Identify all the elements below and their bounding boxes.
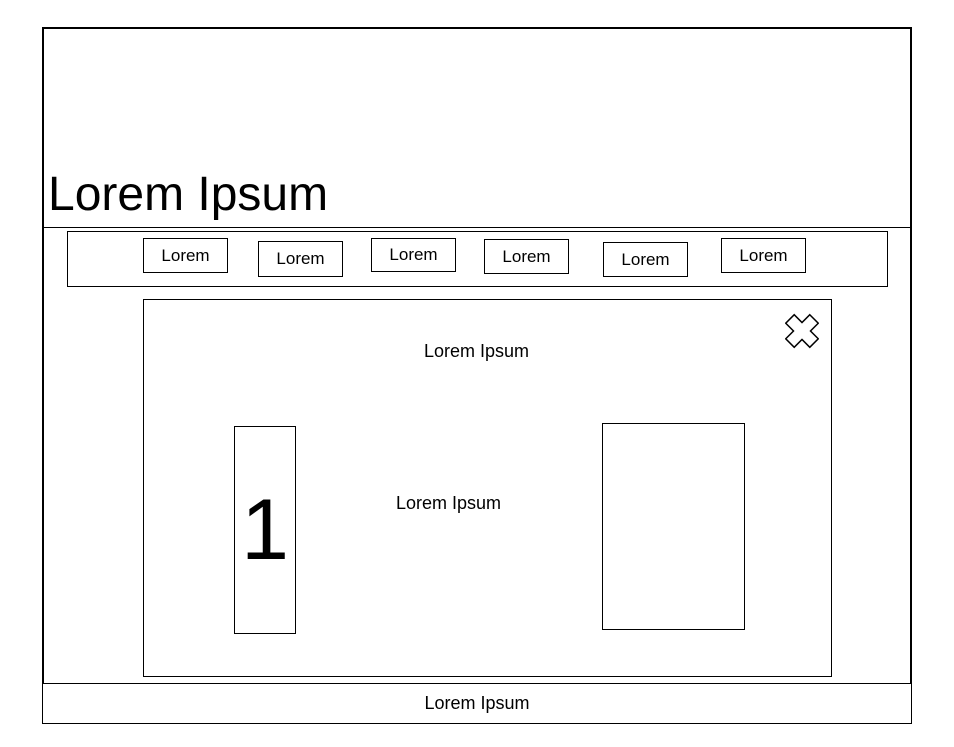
nav-button-label: Lorem [739, 245, 788, 265]
nav-button-1[interactable]: Lorem [143, 238, 228, 273]
content-placeholder-box [602, 423, 745, 630]
nav-button-label: Lorem [161, 245, 210, 265]
footer-text: Lorem Ipsum [424, 693, 530, 713]
close-x-icon [784, 313, 820, 349]
step-number: 1 [241, 482, 289, 578]
nav-button-2[interactable]: Lorem [258, 241, 343, 277]
nav-button-label: Lorem [621, 249, 670, 269]
step-number-box: 1 [234, 426, 296, 634]
nav-button-6[interactable]: Lorem [721, 238, 806, 273]
dialog-title: Lorem Ipsum [424, 341, 530, 361]
nav-button-label: Lorem [502, 246, 551, 266]
footer-bar: Lorem Ipsum [42, 683, 912, 724]
nav-button-5[interactable]: Lorem [603, 242, 688, 277]
page-title: Lorem Ipsum [48, 168, 329, 221]
nav-button-4[interactable]: Lorem [484, 239, 569, 274]
close-button[interactable] [784, 313, 820, 349]
header-divider [42, 227, 912, 228]
nav-button-label: Lorem [389, 245, 438, 264]
nav-button-label: Lorem [276, 249, 325, 268]
nav-button-3[interactable]: Lorem [371, 238, 456, 272]
dialog-body-text: Lorem Ipsum [396, 493, 502, 513]
